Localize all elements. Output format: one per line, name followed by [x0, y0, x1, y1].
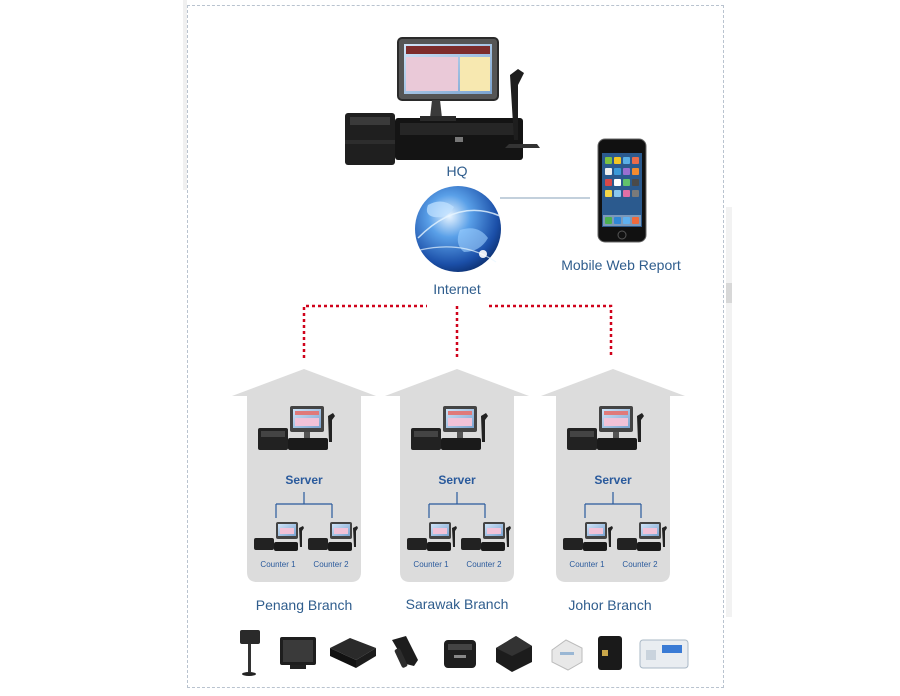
server-label: Server — [285, 473, 323, 487]
right-edge-marker — [726, 283, 732, 303]
server-label: Server — [594, 473, 632, 487]
counter-label: Counter 1 — [413, 560, 449, 569]
counter-label: Counter 1 — [569, 560, 605, 569]
smartphone-icon — [597, 138, 647, 243]
receipt-printer-icon — [496, 636, 532, 672]
counter-label: Counter 2 — [466, 560, 502, 569]
mini-printer-icon — [551, 639, 583, 671]
barcode-scanner-icon — [392, 636, 418, 668]
card-reader-icon — [598, 636, 622, 670]
branch-name-johor: Johor Branch — [568, 597, 652, 613]
counter-label: Counter 1 — [260, 560, 296, 569]
server-label: Server — [438, 473, 476, 487]
branch-penang-equipment — [254, 406, 358, 551]
counter-label: Counter 2 — [313, 560, 349, 569]
label-printer-icon — [444, 640, 476, 668]
globe-icon — [415, 186, 501, 272]
card-terminal-icon — [639, 639, 689, 669]
branch-links — [302, 304, 613, 358]
diagram-frame — [187, 5, 724, 688]
counter-label: Counter 2 — [622, 560, 658, 569]
pole-display-icon — [240, 630, 260, 676]
hq-label: HQ — [446, 163, 468, 179]
right-edge-shade — [726, 207, 732, 617]
branch-name-penang: Penang Branch — [255, 597, 353, 613]
left-edge-shade — [183, 0, 187, 190]
branch-name-sarawak: Sarawak Branch — [405, 596, 509, 612]
cash-drawer-icon — [330, 638, 376, 668]
touch-monitor-icon — [280, 637, 316, 669]
branch-johor-equipment — [563, 406, 667, 551]
mobile-web-report-label: Mobile Web Report — [561, 257, 681, 273]
hq-pos-terminal — [345, 37, 540, 165]
branch-sarawak-equipment — [407, 406, 511, 551]
internet-label: Internet — [433, 281, 481, 297]
